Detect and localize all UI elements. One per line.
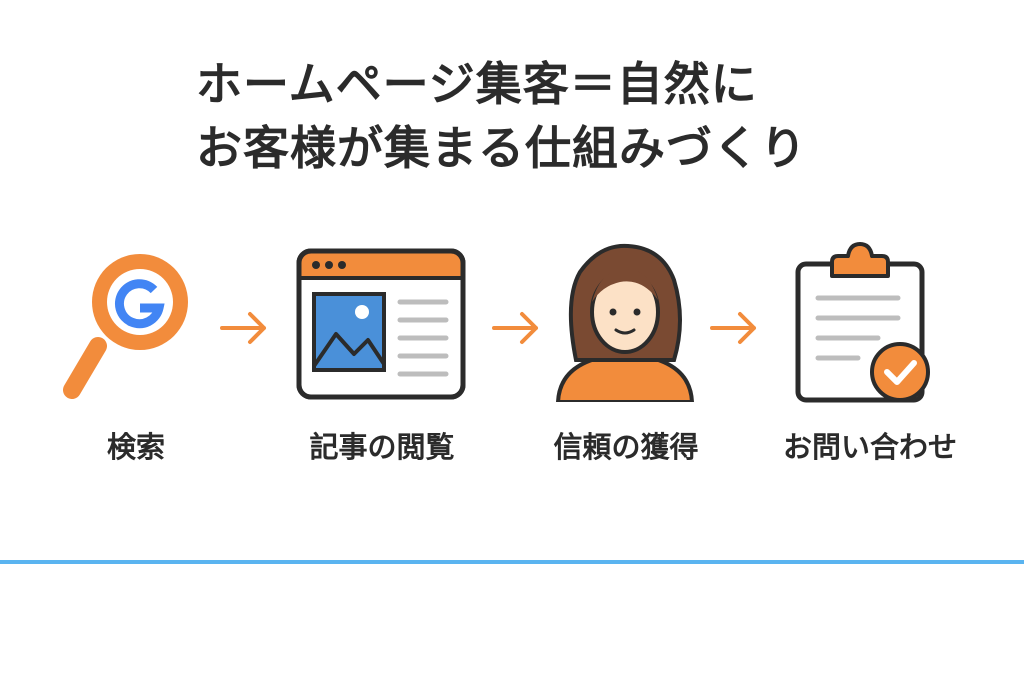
- search-magnifier-icon: [63, 254, 188, 399]
- step-label-inquiry: お問い合わせ: [782, 430, 957, 464]
- step-inquiry: [794, 240, 934, 408]
- step-label-article: 記事の閲覧: [309, 430, 455, 464]
- arrow-right-icon: [492, 312, 538, 344]
- page-title: ホームページ集客＝自然に お客様が集まる仕組みづくり: [196, 52, 807, 180]
- person-icon: [555, 243, 695, 402]
- arrow-right-icon: [710, 312, 756, 344]
- browser-window-icon: [296, 248, 466, 400]
- title-line-1: ホームページ集客＝自然に: [196, 57, 758, 111]
- step-label-trust: 信頼の獲得: [553, 430, 699, 464]
- step-search: [60, 250, 200, 405]
- clipboard-check-icon: [795, 242, 930, 403]
- arrow-right-icon: [220, 312, 266, 344]
- step-trust: [550, 240, 700, 402]
- title-line-2: お客様が集まる仕組みづくり: [196, 121, 807, 175]
- step-article: [296, 248, 466, 400]
- step-label-search: 検索: [106, 430, 165, 464]
- divider-line: [0, 560, 1024, 564]
